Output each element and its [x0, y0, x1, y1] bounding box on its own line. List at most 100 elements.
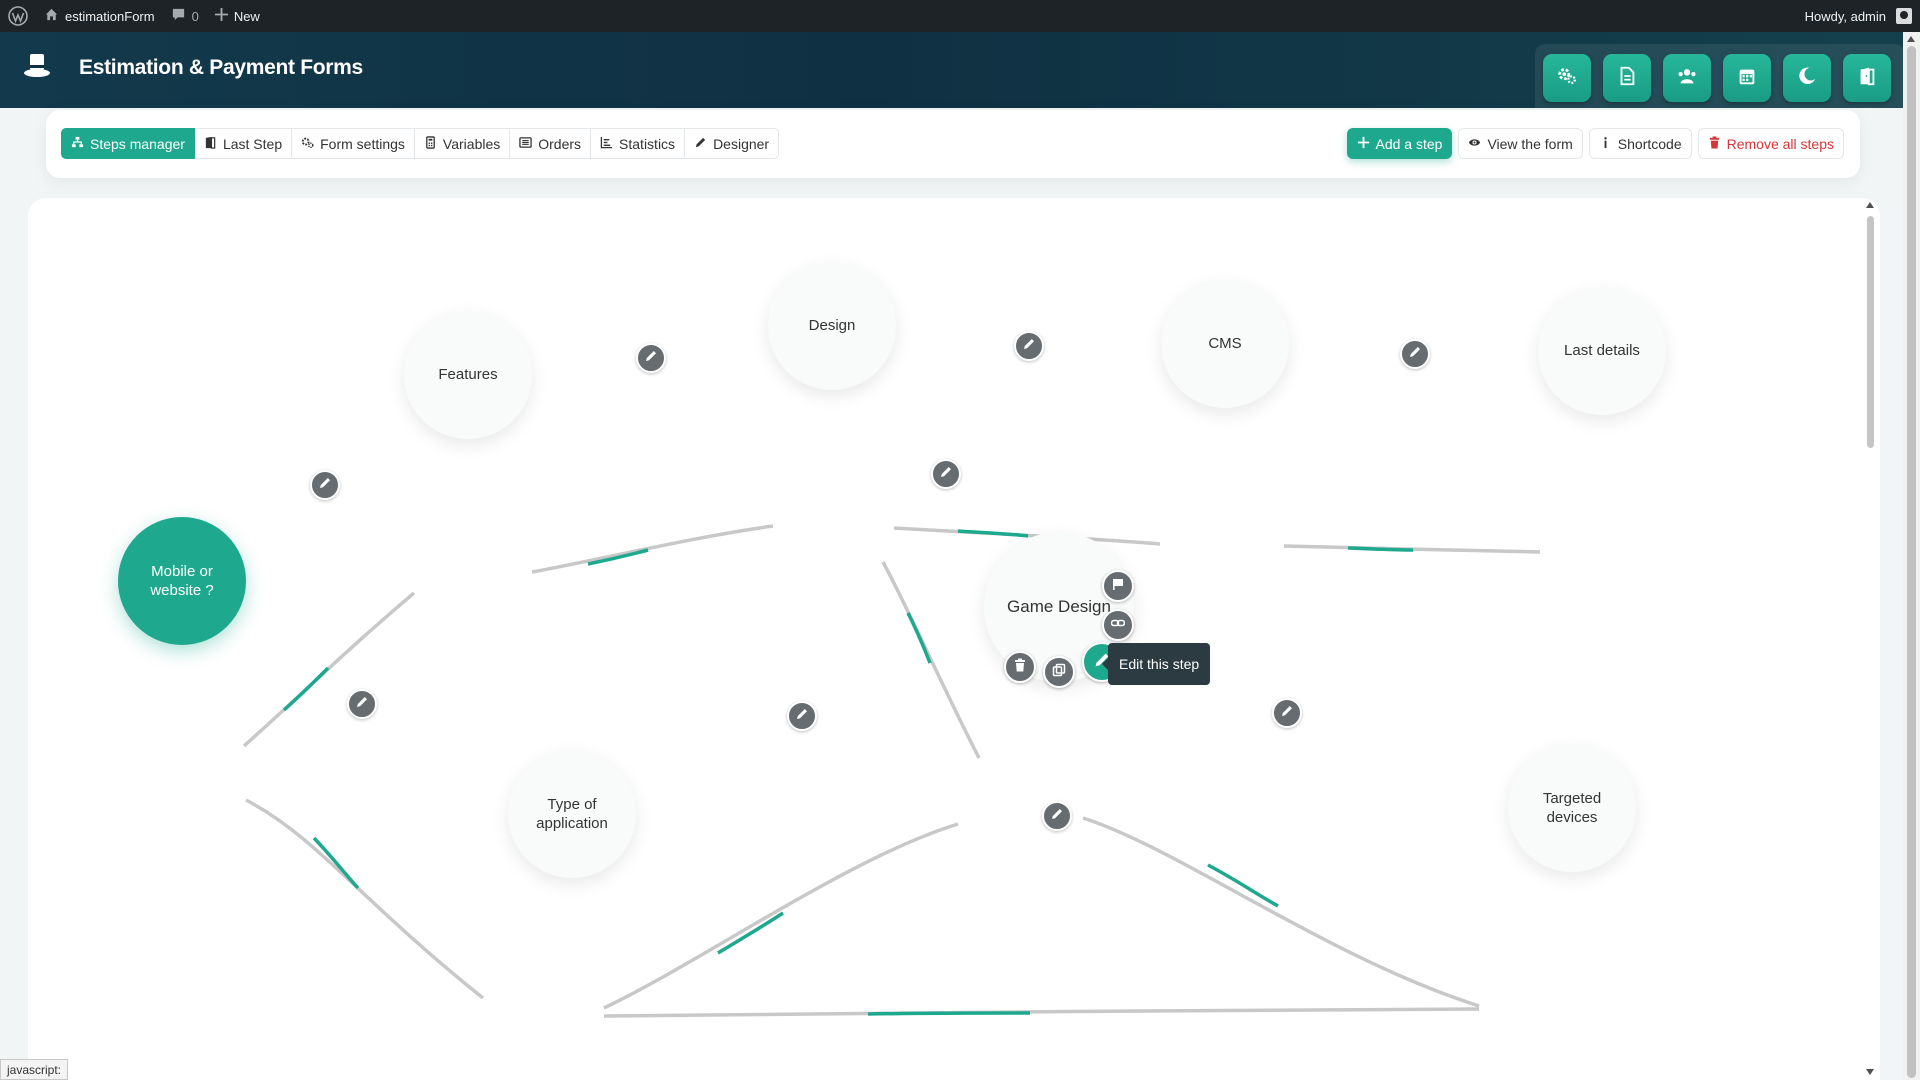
- tab-label: Form settings: [320, 135, 405, 152]
- document-icon: [1616, 65, 1638, 92]
- new-content-link[interactable]: New: [207, 0, 268, 32]
- pencil-icon: [1050, 807, 1064, 826]
- edit-link-button[interactable]: [931, 459, 961, 489]
- tab-designer[interactable]: Designer: [685, 128, 780, 159]
- link-type-game[interactable]: [603, 822, 959, 1010]
- link-mobile-features-accent: [282, 666, 330, 712]
- edit-link-button[interactable]: [1014, 331, 1044, 361]
- remove-all-steps-button[interactable]: Remove all steps: [1697, 128, 1844, 159]
- link-game-devices[interactable]: [1082, 816, 1480, 1008]
- exit-button[interactable]: [1843, 54, 1891, 102]
- tab-variables[interactable]: Variables: [414, 128, 511, 159]
- scroll-down-arrow[interactable]: [1866, 1069, 1874, 1075]
- tab-label: Designer: [713, 135, 770, 152]
- step-label: CMS: [1208, 335, 1242, 353]
- tab-statistics[interactable]: Statistics: [591, 128, 686, 159]
- tab-steps-manager[interactable]: Steps manager: [61, 128, 195, 159]
- view-form-button[interactable]: View the form: [1458, 128, 1583, 159]
- account-menu[interactable]: Howdy, admin: [1797, 0, 1920, 32]
- pencil-icon: [939, 465, 953, 484]
- link-type-devices[interactable]: [603, 1007, 1480, 1018]
- set-start-step-button[interactable]: [1102, 570, 1134, 602]
- plus-icon: [214, 8, 228, 24]
- step-label: Last details: [1564, 342, 1640, 360]
- edit-link-button[interactable]: [636, 343, 666, 373]
- step-node[interactable]: Last details: [1538, 287, 1666, 415]
- link-mobile-type[interactable]: [245, 798, 485, 1000]
- moon-icon: [1796, 65, 1818, 92]
- link-cms-last-accent: [1347, 546, 1414, 552]
- page-title: Estimation & Payment Forms: [79, 56, 363, 79]
- step-node[interactable]: Design: [768, 262, 896, 390]
- link-type-game-accent: [717, 911, 784, 955]
- admin-bar: estimationForm 0 New Howdy, admin: [0, 0, 1920, 32]
- link-design-game[interactable]: [881, 561, 981, 759]
- sitemap-icon: [71, 136, 84, 152]
- duplicate-step-button[interactable]: [1043, 656, 1075, 688]
- links-layer: [242, 524, 1541, 1018]
- link-features-design[interactable]: [531, 524, 774, 574]
- door-icon: [204, 136, 217, 152]
- step-node[interactable]: Targeted devices: [1508, 744, 1636, 872]
- pencil-icon: [694, 136, 707, 152]
- pencil-icon: [795, 707, 809, 726]
- link-design-cms[interactable]: [893, 526, 1161, 546]
- edit-link-button[interactable]: [310, 470, 340, 500]
- scroll-up-arrow[interactable]: [1866, 202, 1874, 208]
- step-label: Design: [808, 317, 856, 335]
- header-button-group: [1535, 44, 1905, 120]
- scrollbar-thumb[interactable]: [1907, 46, 1916, 1078]
- shortcode-button[interactable]: Shortcode: [1588, 128, 1692, 159]
- tab-orders[interactable]: Orders: [510, 128, 592, 159]
- step-node[interactable]: CMS: [1161, 280, 1289, 408]
- step-node-start[interactable]: Mobile or website ?: [118, 517, 246, 645]
- comment-icon: [171, 7, 186, 25]
- pencil-icon: [1280, 704, 1294, 723]
- dark-mode-button[interactable]: [1783, 54, 1831, 102]
- greeting: Howdy, admin: [1804, 8, 1886, 24]
- add-step-button[interactable]: Add a step: [1346, 128, 1453, 159]
- link-icon: [1110, 616, 1126, 635]
- edit-link-button[interactable]: [1272, 698, 1302, 728]
- comments-link[interactable]: 0: [163, 0, 207, 32]
- scrollbar-thumb[interactable]: [1867, 216, 1874, 448]
- scroll-up-arrow[interactable]: [1907, 36, 1915, 42]
- edit-link-button[interactable]: [787, 701, 817, 731]
- link-type-devices-accent: [867, 1011, 1031, 1016]
- canvas-scrollbar[interactable]: [1862, 198, 1878, 1080]
- wordpress-logo-icon[interactable]: [0, 0, 36, 32]
- page-scrollbar[interactable]: [1903, 32, 1920, 1080]
- list-icon: [519, 136, 532, 152]
- link-design-cms-accent: [957, 529, 1029, 538]
- step-node[interactable]: Features: [404, 311, 532, 439]
- tab-label: Variables: [442, 135, 501, 152]
- customers-button[interactable]: [1663, 54, 1711, 102]
- edit-link-button[interactable]: [1042, 801, 1072, 831]
- step-label: Type of application: [536, 795, 608, 833]
- link-mobile-features[interactable]: [242, 591, 416, 748]
- edit-link-button[interactable]: [347, 689, 377, 719]
- toolbar: Steps manager Last Step Form settings Va…: [46, 110, 1860, 178]
- edit-step-tooltip: Edit this step: [1101, 643, 1211, 685]
- tab-last-step[interactable]: Last Step: [194, 128, 293, 159]
- calculator-icon: [424, 135, 437, 152]
- steps-canvas[interactable]: Mobile or website ? Features Design CMS …: [28, 198, 1880, 1080]
- step-label: Mobile or website ?: [150, 562, 214, 600]
- step-node[interactable]: Type of application: [508, 750, 636, 878]
- tab-label: Steps manager: [90, 135, 185, 152]
- pencil-icon: [318, 476, 332, 495]
- site-name-link[interactable]: estimationForm: [36, 0, 163, 32]
- home-icon: [44, 7, 59, 25]
- tab-form-settings[interactable]: Form settings: [292, 128, 415, 159]
- documentation-button[interactable]: [1603, 54, 1651, 102]
- calendar-button[interactable]: [1723, 54, 1771, 102]
- pencil-icon: [1408, 345, 1422, 364]
- step-label: Targeted devices: [1542, 789, 1602, 827]
- delete-step-button[interactable]: [1004, 651, 1036, 683]
- edit-link-button[interactable]: [1400, 339, 1430, 369]
- plus-icon: [1357, 136, 1370, 152]
- step-label: Features: [438, 366, 498, 384]
- settings-button[interactable]: [1543, 54, 1591, 102]
- gears-icon: [301, 136, 314, 152]
- link-step-button[interactable]: [1102, 609, 1134, 641]
